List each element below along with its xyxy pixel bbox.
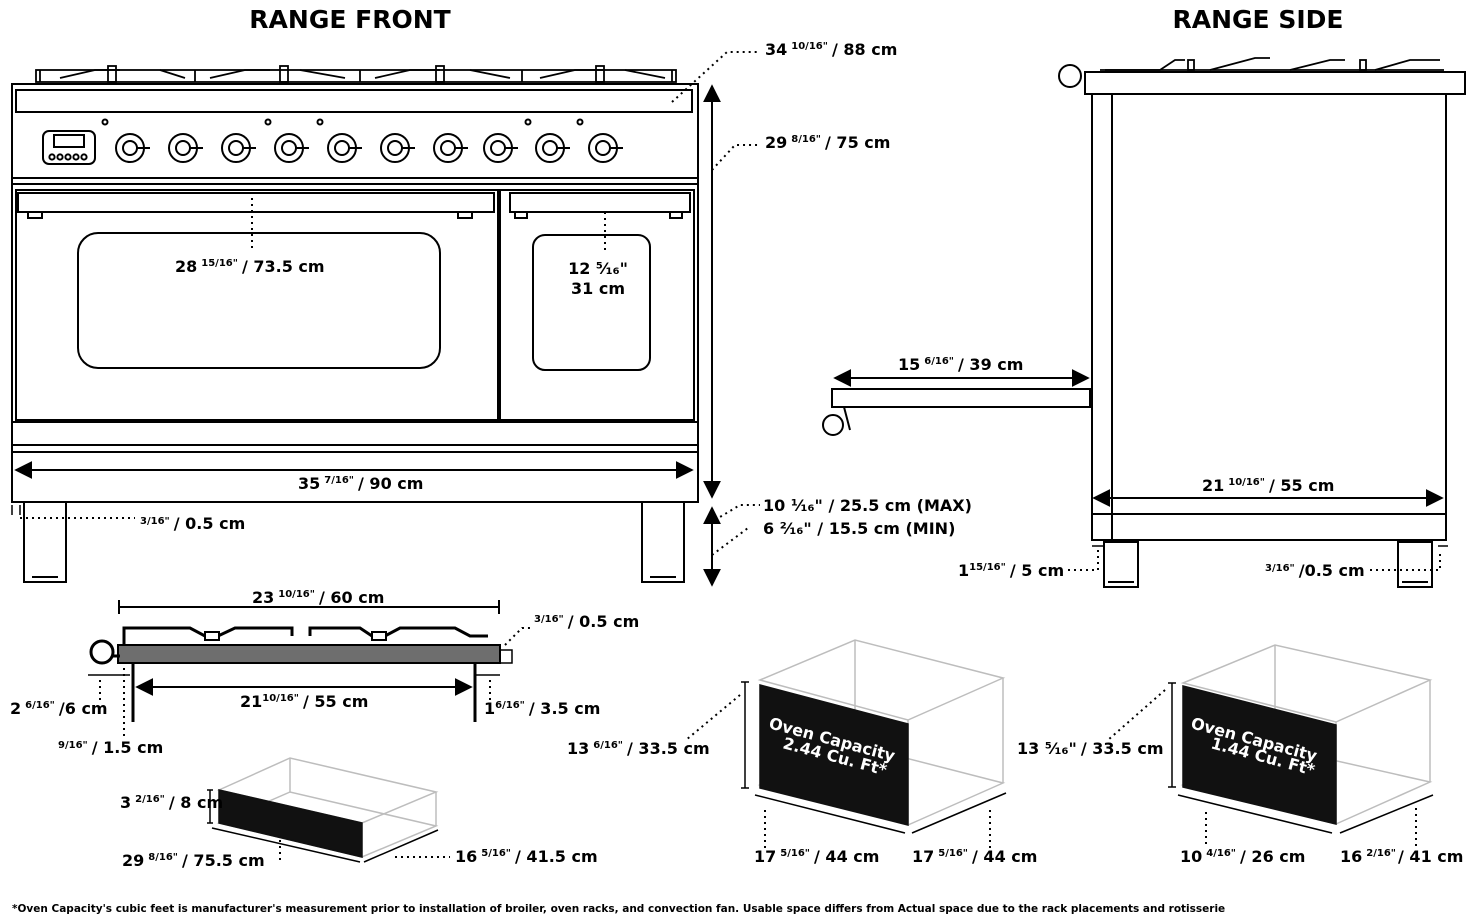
cooktop-leader-dots: [99, 627, 530, 740]
label-side-left-offset: 115/16"/ 5 cm: [958, 561, 1064, 580]
label-right-overhang: 16/16"/ 3.5 cm: [484, 699, 600, 718]
cooktop-dimension-lines: [88, 600, 500, 696]
oven-large-leader-dots: [685, 694, 991, 848]
label-leg-min: 6 ²⁄₁₆" / 15.5 cm (MIN): [763, 519, 955, 538]
front-knobs: [101, 118, 623, 163]
front-small-oven-door: [499, 189, 695, 421]
footnote: *Oven Capacity's cubic feet is manufactu…: [12, 903, 1225, 915]
drawer-box: [216, 757, 439, 858]
side-body: [1091, 93, 1447, 541]
side-knob: [1058, 64, 1082, 88]
side-cooktop: [1084, 71, 1466, 95]
oven-small-box: [1180, 644, 1433, 825]
front-body-outline: [11, 83, 699, 503]
cooktop-surface: [117, 644, 501, 664]
label-small-window-in: 12 ⁵⁄₁₆": [568, 259, 628, 278]
side-dimension-lines: [833, 369, 1444, 507]
range-front-drawing: [11, 65, 699, 583]
front-big-oven-door: [15, 189, 499, 421]
title-range-front: RANGE FRONT: [249, 5, 450, 34]
oven-large-dimension-lines: [741, 681, 1007, 834]
label-inner-width: 2110/16"/ 55 cm: [240, 692, 368, 711]
label-edge-offset: 3/16"/ 0.5 cm: [534, 612, 639, 631]
label-leg-max: 10 ¹⁄₁₆" / 25.5 cm (MAX): [763, 496, 972, 515]
oven-small-leader-dots: [1107, 689, 1417, 848]
side-legs: [1092, 541, 1448, 588]
drawer-dimension-lines: [207, 789, 439, 863]
front-backguard: [15, 89, 693, 113]
side-open-door: [822, 388, 1091, 436]
title-range-side: RANGE SIDE: [1173, 5, 1344, 34]
range-side-drawing: [822, 57, 1466, 588]
front-grates: [35, 65, 677, 83]
side-grates: [1100, 57, 1444, 71]
label-foot-offset: 3/16"/ 0.5 cm: [140, 514, 245, 533]
label-back-offset: 9/16"/ 1.5 cm: [58, 738, 163, 757]
side-leader-dots: [1068, 550, 1441, 571]
label-small-window-cm: 31 cm: [571, 279, 625, 298]
front-leader-dots: [20, 51, 760, 556]
label-oven-small-height: 13 ⁵⁄₁₆"/ 33.5 cm: [1017, 739, 1164, 758]
front-legs: [23, 501, 685, 583]
oven-small-dimension-lines: [1168, 682, 1434, 834]
oven-large-box: [757, 639, 1006, 826]
front-dimension-lines: [11, 84, 721, 587]
label-side-right-offset: 3/16"/0.5 cm: [1265, 561, 1365, 580]
front-display: [42, 130, 96, 165]
cooktop-profile-drawing: [89, 626, 513, 722]
